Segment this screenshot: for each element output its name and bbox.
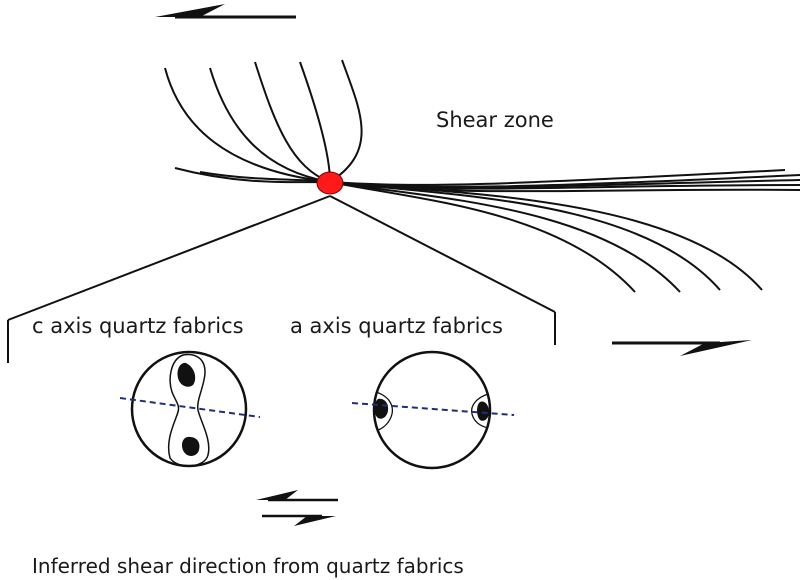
top-arrow-head <box>155 4 225 17</box>
a-axis-label: a axis quartz fabrics <box>290 314 503 338</box>
a-axis-maximum-right <box>477 401 490 421</box>
shear-curve-6 <box>174 167 636 293</box>
shear-zone-lines <box>164 59 800 293</box>
projection-lines <box>7 195 556 363</box>
a-axis-maximum-left <box>374 398 389 419</box>
right-arrow-head <box>680 340 752 356</box>
shear-sense-arrows-icon <box>256 490 338 526</box>
right-arrow-icon <box>612 340 752 356</box>
a-axis-stereonet <box>351 350 515 470</box>
c-axis-fabric-contour <box>167 353 210 467</box>
c-axis-dashed-line <box>119 397 261 418</box>
shear-sense-top-head <box>256 490 298 500</box>
top-left-arrow-icon <box>155 4 296 19</box>
projection-line-left <box>7 195 331 321</box>
c-axis-stereonet <box>119 350 261 468</box>
shear-curve-7 <box>199 171 681 293</box>
a-axis-fabric-contour-right <box>470 393 489 429</box>
projection-line-right <box>329 195 556 313</box>
a-axis-net-circle <box>372 350 492 470</box>
shear-sense-bottom-head <box>294 516 336 526</box>
a-axis-fabric-contour-left <box>375 391 394 431</box>
c-axis-label: c axis quartz fabrics <box>32 314 244 338</box>
inferred-shear-caption: Inferred shear direction from quartz fab… <box>32 554 464 578</box>
shear-curve-9 <box>329 181 763 291</box>
c-axis-maximum-lower <box>182 436 200 456</box>
shear-zone-label: Shear zone <box>436 108 554 132</box>
c-axis-maximum-upper <box>177 362 196 387</box>
sample-location-marker <box>316 171 344 195</box>
a-axis-dashed-line <box>351 402 515 416</box>
shear-curve-5 <box>326 59 786 186</box>
shear-curve-8 <box>329 181 721 291</box>
